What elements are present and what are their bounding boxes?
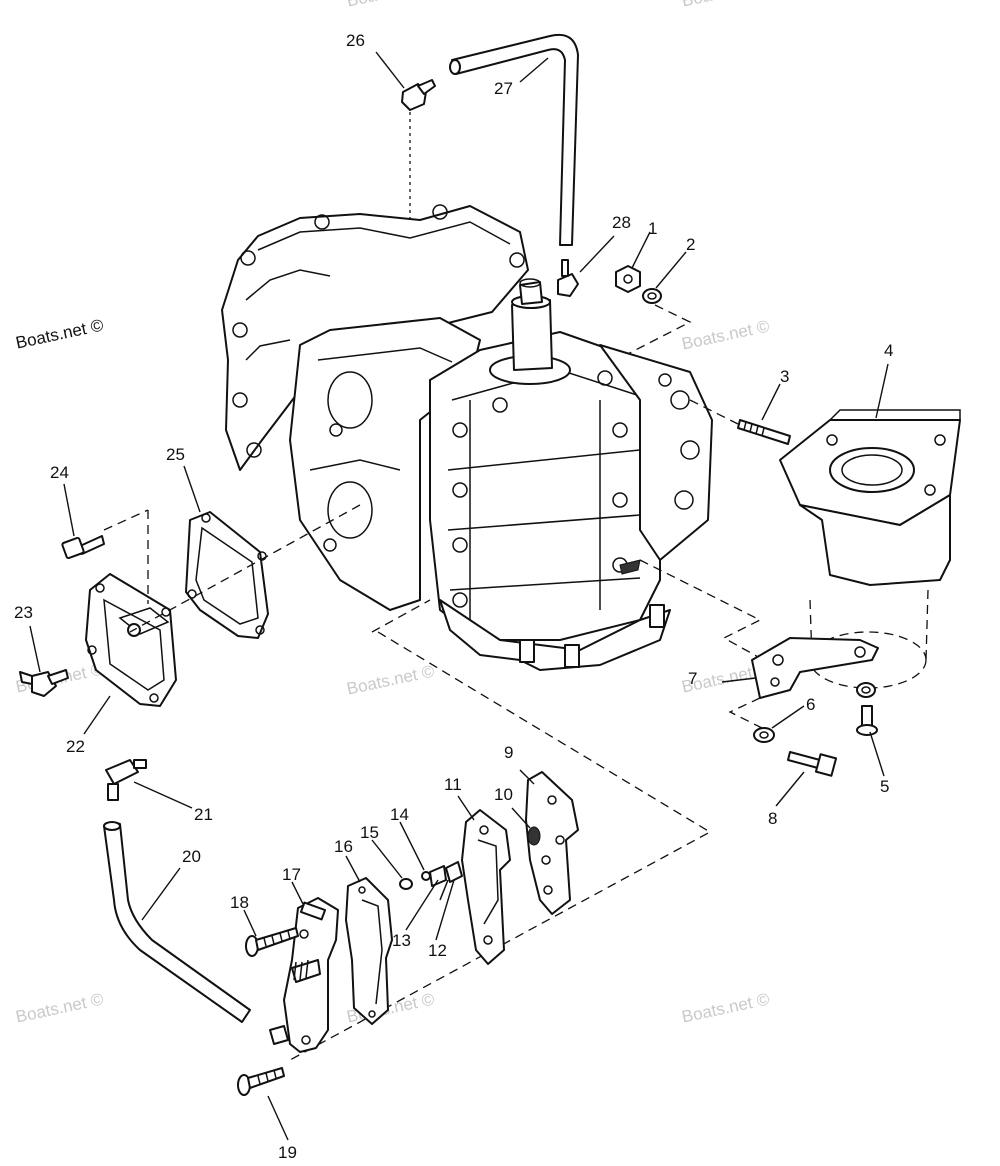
- callout-5: 5: [880, 777, 890, 796]
- gasket-25: [185, 511, 269, 639]
- hose-20: [103, 821, 251, 1023]
- washer-14: [421, 871, 431, 881]
- washer-6: [753, 682, 876, 743]
- callout-7: 7: [688, 669, 698, 688]
- callout-8: 8: [768, 809, 778, 828]
- callout-24: 24: [50, 463, 69, 482]
- callout-18: 18: [230, 893, 249, 912]
- screw-24: [61, 535, 105, 560]
- bracket-7: [751, 637, 879, 699]
- callout-27: 27: [494, 79, 513, 98]
- gasket-16: [345, 877, 393, 1025]
- callout-23: 23: [14, 603, 33, 622]
- screw-5: [856, 705, 878, 736]
- hose-27: [449, 33, 579, 246]
- reed-block-11: [461, 809, 511, 965]
- screw-15: [399, 878, 413, 890]
- stud-3: [737, 419, 791, 445]
- callout-26: 26: [346, 31, 365, 50]
- fitting-21: [105, 759, 147, 801]
- callout-22: 22: [66, 737, 85, 756]
- screw-18: [245, 927, 299, 957]
- callout-3: 3: [780, 367, 790, 386]
- exhaust-adapter-4: [779, 409, 961, 689]
- callout-4: 4: [884, 341, 894, 360]
- callout-13: 13: [392, 931, 411, 950]
- callout-20: 20: [182, 847, 201, 866]
- callout-25: 25: [166, 445, 185, 464]
- cover-22: [85, 573, 177, 707]
- plate-9: [525, 771, 579, 915]
- callout-19: 19: [278, 1143, 297, 1162]
- callout-2: 2: [686, 235, 696, 254]
- callout-12: 12: [428, 941, 447, 960]
- plug-10: [527, 826, 541, 846]
- powerhead-block: [221, 204, 713, 671]
- screw-8: [787, 751, 838, 777]
- washer-2: [642, 288, 662, 304]
- callout-6: 6: [806, 695, 816, 714]
- reed-stop-13: [429, 865, 447, 887]
- fitting-23: [19, 669, 69, 697]
- callout-14: 14: [390, 805, 409, 824]
- intake-manifold-17: [269, 897, 339, 1053]
- leader-lines: [29, 51, 889, 1141]
- callout-15: 15: [360, 823, 379, 842]
- callout-1: 1: [648, 219, 658, 238]
- callout-16: 16: [334, 837, 353, 856]
- fitting-28: [557, 259, 579, 297]
- callout-21: 21: [194, 805, 213, 824]
- callout-9: 9: [504, 743, 514, 762]
- callout-17: 17: [282, 865, 301, 884]
- callout-10: 10: [494, 785, 513, 804]
- reed-petal-12: [439, 861, 463, 901]
- nut-1: [615, 265, 641, 293]
- callout-28: 28: [612, 213, 631, 232]
- callout-11: 11: [444, 775, 462, 794]
- screw-19: [237, 1067, 285, 1096]
